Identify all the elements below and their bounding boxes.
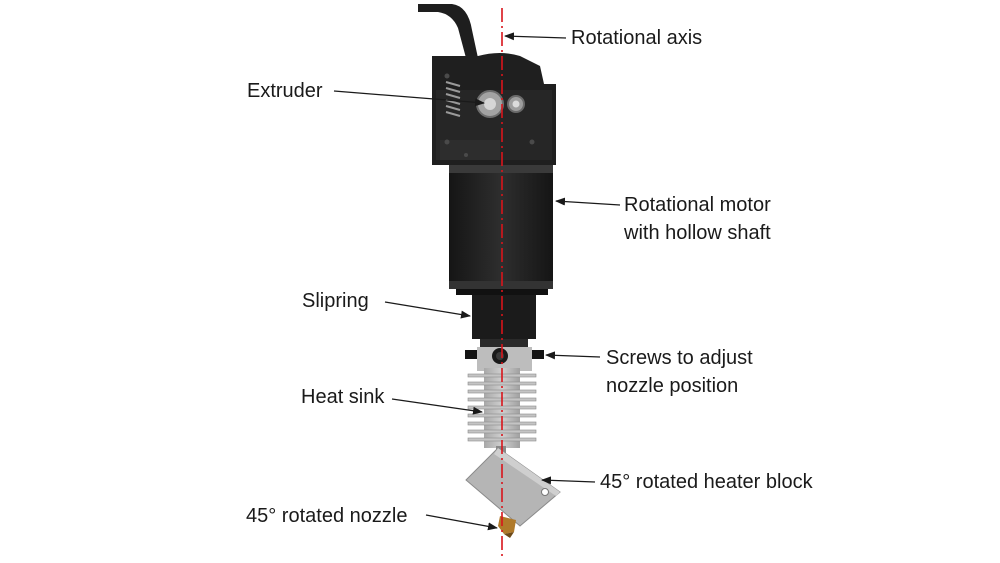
arrow-rotational-motor xyxy=(555,197,621,206)
arrow-heater-block xyxy=(541,476,596,485)
adjust-screw-left xyxy=(465,350,477,359)
label-screws-line1: Screws to adjust xyxy=(606,347,753,369)
mount-plate xyxy=(465,339,544,371)
label-heater-block: 45° rotated heater block xyxy=(600,471,814,493)
label-heat-sink: Heat sink xyxy=(301,386,385,408)
label-extruder: Extruder xyxy=(247,80,323,102)
arrow-heat-sink xyxy=(391,398,483,415)
label-rotational-motor-line1: Rotational motor xyxy=(624,194,771,216)
extruder-lever xyxy=(418,4,478,58)
label-nozzle: 45° rotated nozzle xyxy=(246,505,407,527)
label-screws-line2: nozzle position xyxy=(606,375,738,397)
heater-block xyxy=(465,447,561,527)
arrow-nozzle xyxy=(425,514,498,531)
slipring xyxy=(472,295,536,339)
arrow-screws xyxy=(545,351,601,360)
extruder-assembly xyxy=(418,4,556,165)
arrow-slipring xyxy=(384,301,471,319)
label-rotational-axis: Rotational axis xyxy=(571,27,702,49)
extruder-spring xyxy=(445,81,461,117)
adjust-screw-right xyxy=(532,350,544,359)
arrow-rotational-axis xyxy=(504,32,567,41)
label-slipring: Slipring xyxy=(302,290,369,312)
leader-arrows xyxy=(333,32,621,531)
arrow-extruder xyxy=(333,90,485,107)
rotational-motor xyxy=(449,165,553,295)
label-rotational-motor-line2: with hollow shaft xyxy=(623,222,771,244)
